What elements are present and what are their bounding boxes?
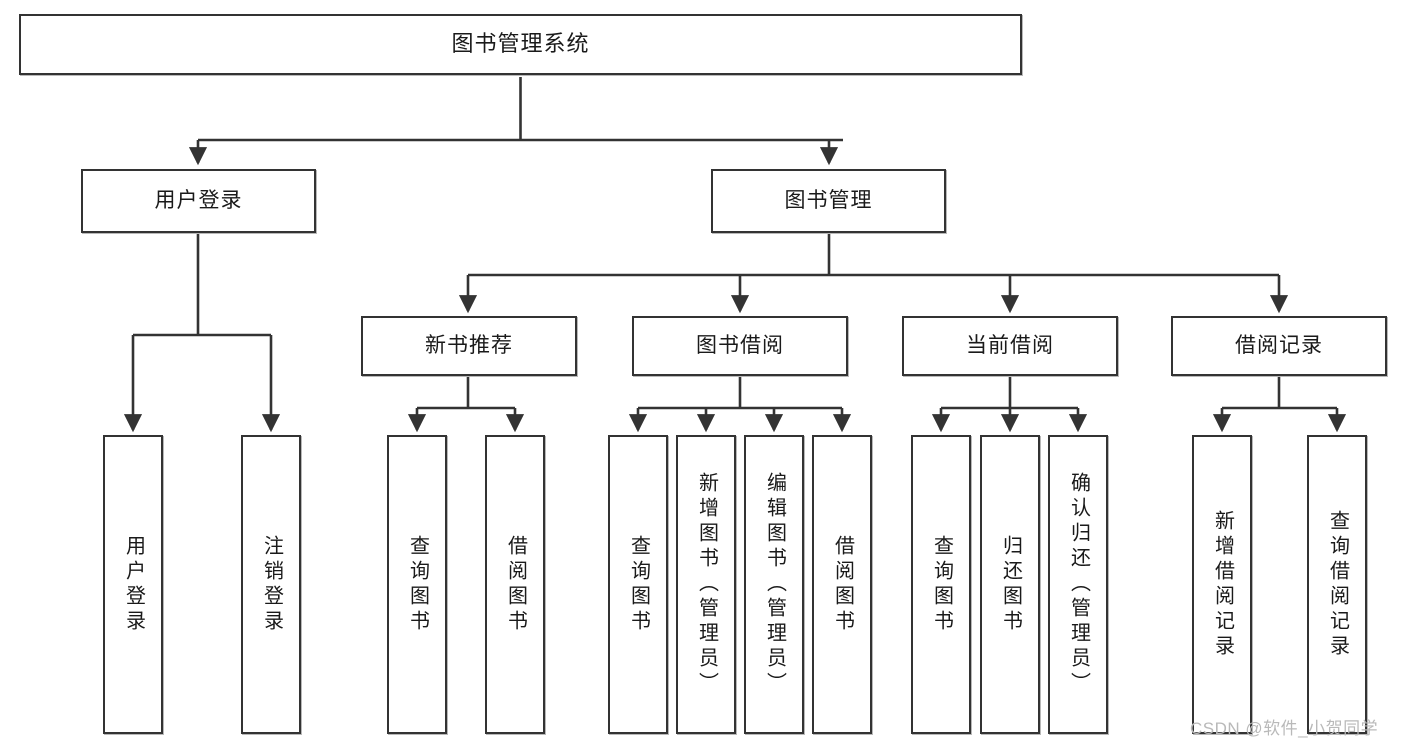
leaf-return-book[interactable]: 归还图书 xyxy=(980,435,1040,734)
leaf-user-login[interactable]: 用户登录 xyxy=(103,435,163,734)
leaf-query-book-under-book-borrowing[interactable]: 查询图书 xyxy=(608,435,668,734)
node-book-borrowing[interactable]: 图书借阅 xyxy=(632,316,848,376)
node-root-book-management-system[interactable]: 图书管理系统 xyxy=(19,14,1022,75)
leaf-logout[interactable]: 注销登录 xyxy=(241,435,301,734)
leaf-query-book-under-current-borrowing[interactable]: 查询图书 xyxy=(911,435,971,734)
csdn-watermark: CSDN @软件_小贺同学 xyxy=(1190,719,1379,738)
node-user-login[interactable]: 用户登录 xyxy=(81,169,316,233)
node-current-borrowing[interactable]: 当前借阅 xyxy=(902,316,1118,376)
node-book-management[interactable]: 图书管理 xyxy=(711,169,946,233)
leaf-borrow-book-under-new-book-recommendation[interactable]: 借阅图书 xyxy=(485,435,545,734)
node-borrowing-records[interactable]: 借阅记录 xyxy=(1171,316,1387,376)
leaf-query-borrowing-record[interactable]: 查询借阅记录 xyxy=(1307,435,1367,734)
leaf-borrow-book-under-book-borrowing[interactable]: 借阅图书 xyxy=(812,435,872,734)
leaf-add-borrowing-record[interactable]: 新增借阅记录 xyxy=(1192,435,1252,734)
node-new-book-recommendation[interactable]: 新书推荐 xyxy=(361,316,577,376)
leaf-edit-book-admin[interactable]: 编辑图书（管理员） xyxy=(744,435,804,734)
leaf-query-book-under-new-book-recommendation[interactable]: 查询图书 xyxy=(387,435,447,734)
leaf-add-book-admin[interactable]: 新增图书（管理员） xyxy=(676,435,736,734)
leaf-confirm-return-admin[interactable]: 确认归还（管理员） xyxy=(1048,435,1108,734)
